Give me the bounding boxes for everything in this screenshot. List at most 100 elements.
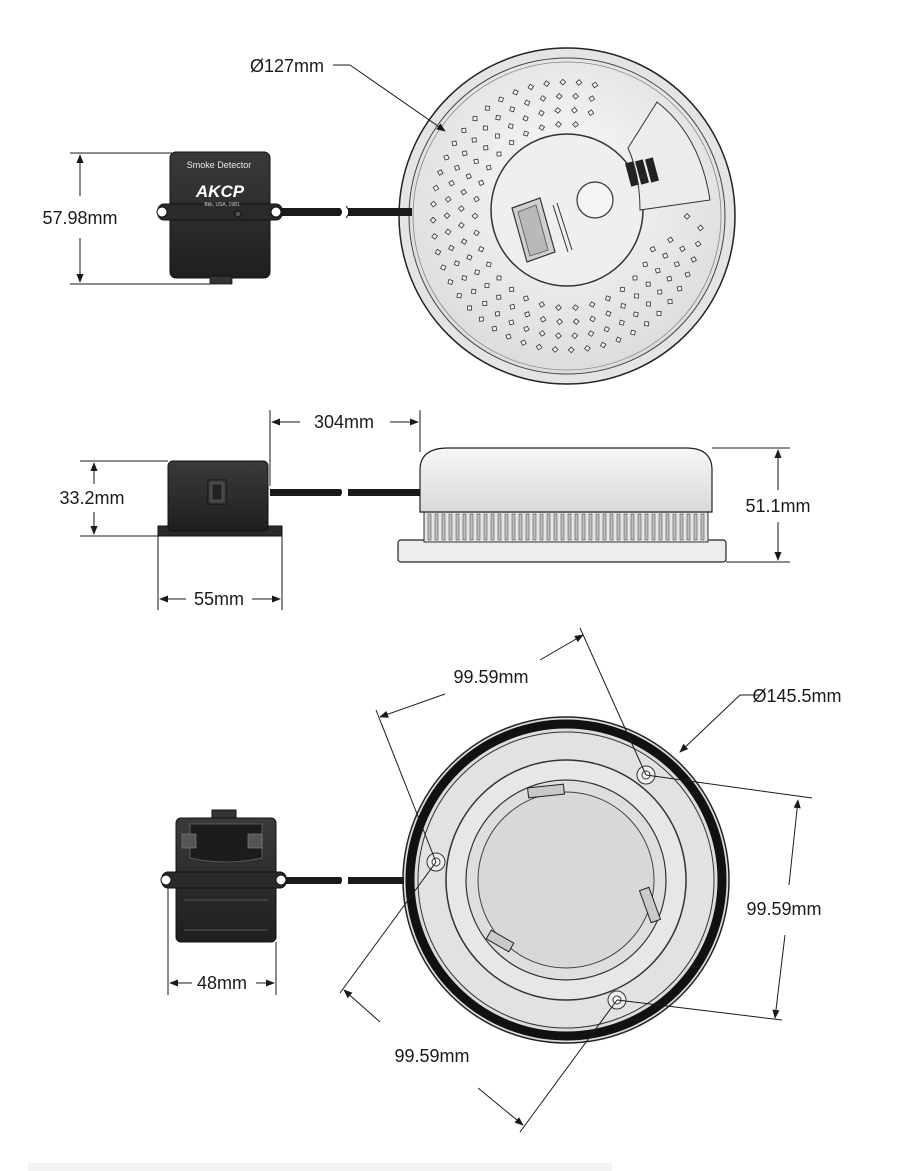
cooling-fin [539, 513, 544, 541]
vent-hole [431, 233, 438, 240]
cooling-fin [490, 513, 495, 541]
vent-hole [471, 212, 479, 220]
vent-hole [555, 121, 562, 128]
vent-hole [539, 95, 547, 102]
side-box-width-label: 55mm [194, 589, 244, 609]
vent-hole [538, 301, 546, 308]
vent-hole [567, 346, 575, 354]
vent-hole [478, 246, 485, 253]
vent-hole [524, 311, 531, 318]
cooling-fin [609, 513, 614, 541]
side-box-height-label: 33.2mm [59, 488, 124, 508]
diameter-label: Ø127mm [250, 56, 324, 76]
vent-hole [605, 310, 612, 317]
vent-hole [491, 325, 498, 332]
vent-hole [458, 221, 465, 229]
cooling-fin [504, 513, 509, 541]
vent-hole [429, 216, 437, 224]
cooling-fin [630, 513, 635, 541]
mount-hole-icon [636, 765, 656, 785]
vent-hole [556, 318, 563, 326]
dim-cable-length: 304mm [269, 410, 421, 486]
vent-hole [543, 80, 550, 87]
vent-hole [496, 294, 502, 300]
vent-hole [512, 89, 519, 96]
vent-hole [697, 224, 704, 232]
dim-mount-spacing-top: 99.59mm [375, 627, 647, 863]
vent-hole [495, 114, 501, 121]
dim-mount-spacing-right: 99.59mm [616, 774, 822, 1021]
cooling-fin [469, 513, 474, 541]
cooling-fin [588, 513, 593, 541]
cooling-fin [532, 513, 537, 541]
top-view: Smoke Detector AKCP Bkk, USA, 1981 57.98… [42, 47, 736, 385]
detector-side-view [397, 447, 727, 563]
vent-hole [448, 179, 455, 187]
vent-hole [443, 212, 451, 219]
vent-hole [555, 332, 562, 340]
sensor-box-side-view [157, 460, 283, 537]
vent-hole [444, 228, 452, 236]
cooling-fin [637, 513, 642, 541]
vent-hole [604, 295, 612, 302]
dim-base-diameter: Ø145.5mm [679, 686, 842, 753]
cooling-fin [427, 513, 432, 541]
cooling-fin [448, 513, 453, 541]
cooling-fin [672, 513, 677, 541]
vent-hole [589, 315, 596, 323]
vent-hole [575, 79, 583, 86]
vent-hole [633, 311, 639, 318]
vent-hole [588, 301, 596, 308]
vent-hole [539, 315, 547, 323]
vent-hole [584, 345, 591, 352]
vent-hole [559, 78, 567, 86]
vent-hole [478, 316, 485, 322]
vent-hole [645, 281, 651, 287]
cooling-fin [518, 513, 523, 541]
sensor-box-top-view: Smoke Detector AKCP Bkk, USA, 1981 [156, 151, 283, 285]
vent-hole [523, 325, 530, 333]
cooling-fin [525, 513, 530, 541]
vent-hole [572, 304, 579, 311]
vent-hole [453, 164, 461, 171]
cable-top [272, 205, 412, 219]
vent-hole [572, 318, 580, 325]
vent-hole [456, 292, 462, 299]
vent-hole [662, 252, 669, 259]
vent-holes [429, 78, 704, 354]
vent-hole [522, 295, 530, 302]
vent-hole [465, 173, 472, 180]
led-indicators-icon [625, 157, 659, 187]
vent-hole [484, 282, 490, 289]
vent-hole [618, 319, 625, 326]
mount-spacing-right-label: 99.59mm [746, 899, 821, 919]
footer-strip [28, 1163, 612, 1171]
cooling-fin [693, 513, 698, 541]
vent-hole [654, 267, 661, 274]
vent-hole [473, 158, 480, 165]
cooling-fin [483, 513, 488, 541]
vent-hole [482, 125, 488, 131]
bottom-view: 48mm 99.59mm Ø145.5mm 99.59mm 99.59mm [160, 627, 842, 1133]
vent-hole [538, 124, 546, 131]
cooling-fin [686, 513, 691, 541]
cable-length-label: 304mm [314, 412, 374, 432]
vent-hole [473, 195, 480, 203]
vent-hole [432, 184, 440, 192]
side-view: 304mm 33.2mm 51.1mm 55mm [59, 410, 811, 610]
dim-box-width-bottom: 48mm [167, 888, 277, 995]
cooling-fin [602, 513, 607, 541]
vent-hole [554, 107, 562, 114]
cable-bottom [284, 873, 404, 888]
cooling-fin [679, 513, 684, 541]
vent-hole [571, 332, 579, 340]
test-button-icon [576, 181, 614, 219]
vent-hole [572, 121, 579, 128]
vent-hole [440, 264, 447, 271]
vent-hole [572, 92, 579, 100]
dim-box-height-top: 57.98mm [42, 152, 210, 285]
vent-hole [507, 123, 514, 129]
vent-hole [496, 275, 502, 281]
vent-hole [471, 288, 477, 295]
